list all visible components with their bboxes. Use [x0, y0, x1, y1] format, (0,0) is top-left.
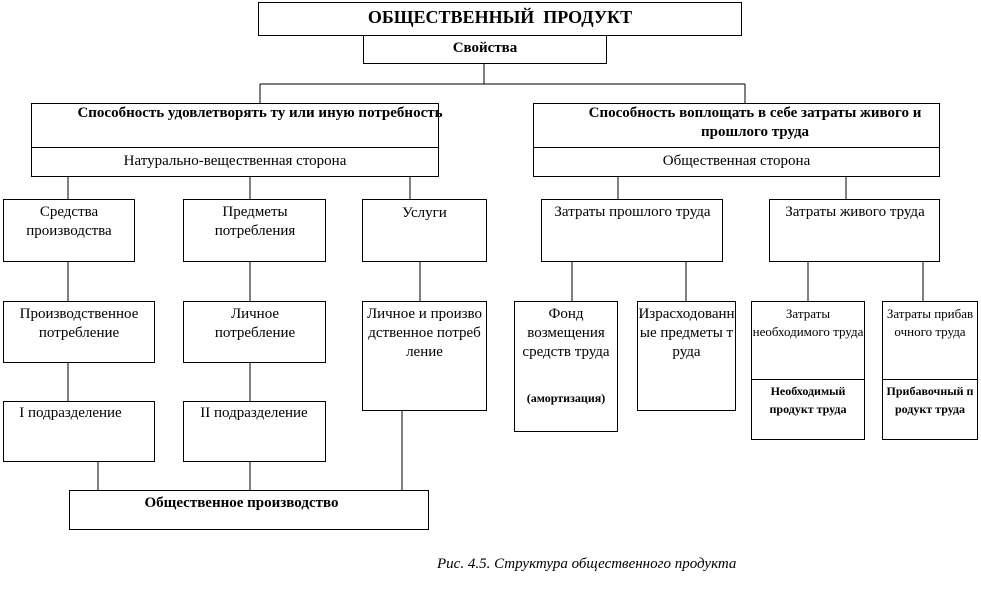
- right-branch-title: Способность воплощать в себе затраты жив…: [588, 105, 922, 140]
- services-label: Услуги: [402, 205, 447, 221]
- living-labor-box: [769, 199, 940, 262]
- surplus-product-label: Прибавочный продукт труда: [886, 384, 974, 416]
- amortization-fund-label: Фонд возмещения средств труда: [522, 306, 610, 360]
- necessary-labor-box: [751, 301, 865, 440]
- productive-consumption-label: Производственное потребление: [19, 306, 139, 341]
- consumer-goods-box: [183, 199, 326, 262]
- division-two-label: II подразделение: [200, 405, 308, 421]
- social-production-box: [69, 490, 429, 530]
- properties-box: [363, 35, 607, 64]
- social-production-label: Общественное производство: [144, 495, 339, 511]
- diagram-title: ОБЩЕСТВЕННЫЙ ПРОДУКТ: [367, 7, 633, 27]
- surplus-divider: [882, 379, 978, 380]
- personal-consumption-label: Личное потребление: [214, 306, 296, 341]
- figure-caption: Рис. 4.5. Структура общественного продук…: [437, 556, 737, 572]
- division-one-box: [3, 401, 155, 462]
- right-branch-title-box: [533, 103, 940, 148]
- means-of-production-box: [3, 199, 135, 262]
- productive-consumption-box: [3, 301, 155, 363]
- living-labor-label: Затраты живого труда: [785, 204, 925, 220]
- properties-label: Свойства: [452, 40, 518, 56]
- services-box: [362, 199, 487, 262]
- mixed-consumption-label: Личное и производственное потребление: [366, 306, 483, 360]
- past-labor-label: Затраты прошлого труда: [554, 204, 711, 220]
- social-side-box: [533, 147, 940, 177]
- amortization-label: (амортизация): [526, 391, 606, 405]
- division-two-box: [183, 401, 326, 462]
- used-materials-box: [637, 301, 736, 411]
- amortization-fund-box: [514, 301, 618, 432]
- natural-side-box: [31, 147, 439, 177]
- natural-side-label: Натурально-вещественная сторона: [123, 153, 347, 169]
- past-labor-box: [541, 199, 723, 262]
- necessary-labor-label: Затраты необходимого труда: [752, 306, 864, 340]
- necessary-product-label: Необходимый продукт труда: [769, 384, 847, 416]
- division-one-label: I подразделение: [19, 405, 122, 421]
- necessary-divider: [751, 379, 865, 380]
- surplus-labor-box: [882, 301, 978, 440]
- consumer-goods-label: Предметы потребления: [214, 204, 296, 239]
- surplus-labor-label: Затраты прибавочного труда: [886, 306, 974, 340]
- left-branch-title: Способность удовлетворять ту или иную по…: [77, 105, 443, 121]
- personal-consumption-box: [183, 301, 326, 363]
- means-of-production-label: Средства производства: [26, 204, 112, 239]
- used-materials-label: Израсходованные предметы труда: [638, 306, 735, 360]
- mixed-consumption-box: [362, 301, 487, 411]
- social-side-label: Общественная сторона: [662, 153, 811, 169]
